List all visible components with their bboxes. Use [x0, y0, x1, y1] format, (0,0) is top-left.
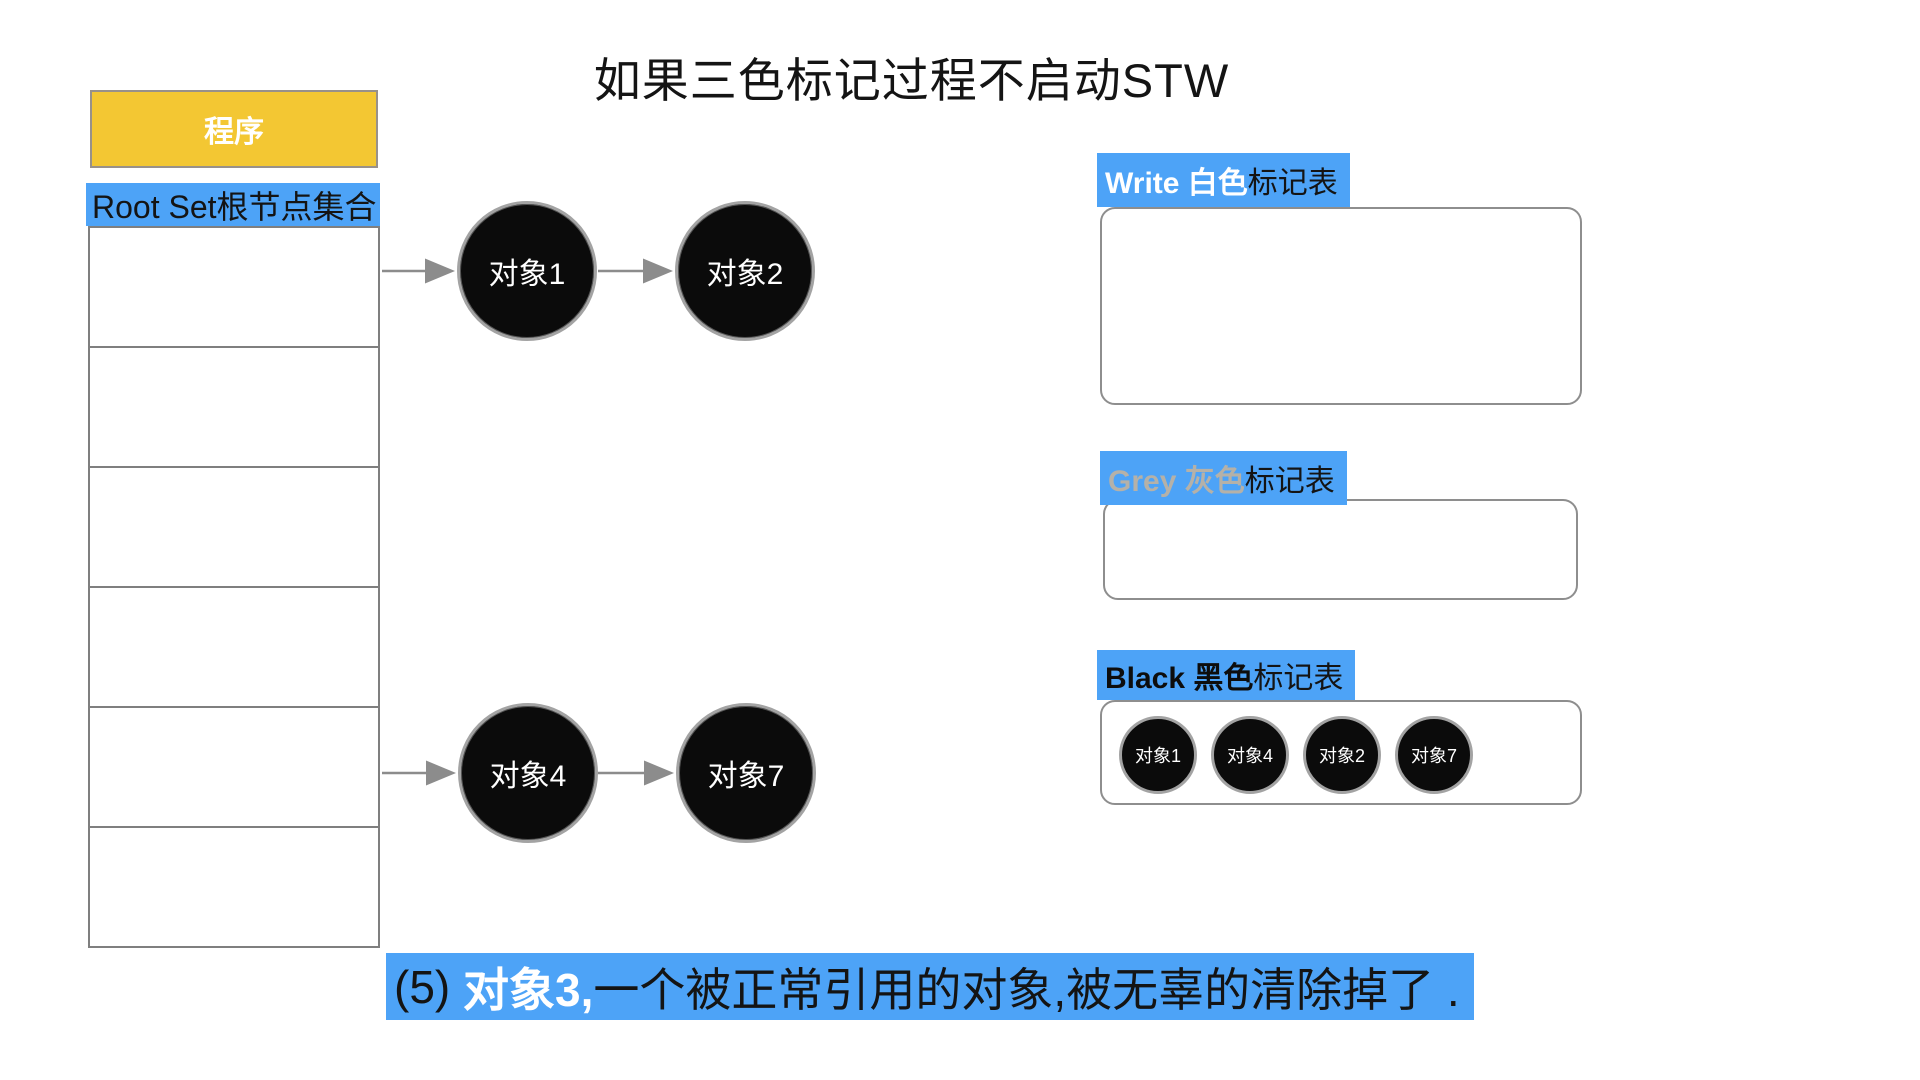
- grey-mark-table-box: [1103, 499, 1578, 600]
- black-item-node: 对象1: [1119, 716, 1197, 794]
- step-caption: (5) 对象3,一个被正常引用的对象,被无辜的清除掉了 .: [386, 953, 1474, 1020]
- black-table-label-colored: Black 黑色: [1105, 662, 1254, 695]
- program-stack-grid: [88, 226, 380, 948]
- page-title: 如果三色标记过程不启动STW: [593, 54, 1230, 107]
- black-table-items: 对象1 对象4 对象2 对象7: [1119, 716, 1473, 794]
- grey-table-label-colored: Grey 灰色: [1108, 465, 1245, 498]
- caption-highlight: 对象3,: [463, 963, 594, 1016]
- grey-table-label: Grey 灰色标记表: [1100, 451, 1347, 505]
- root-set-row: Root Set根节点集合: [86, 183, 380, 226]
- black-item-node: 对象4: [1211, 716, 1289, 794]
- white-table-label-rest: 标记表: [1247, 167, 1338, 200]
- black-item-node: 对象7: [1395, 716, 1473, 794]
- stack-cell: [90, 588, 378, 708]
- stack-cell: [90, 348, 378, 468]
- black-table-label-rest: 标记表: [1253, 662, 1344, 695]
- step-number: (5): [394, 960, 463, 1013]
- object-node-2: 对象2: [675, 201, 815, 341]
- stack-cell: [90, 228, 378, 348]
- program-header: 程序: [90, 90, 378, 168]
- white-mark-table-box: [1100, 207, 1582, 405]
- stack-cell: [90, 468, 378, 588]
- stack-cell: [90, 828, 378, 946]
- grey-table-label-rest: 标记表: [1244, 465, 1335, 498]
- black-table-label: Black 黑色标记表: [1097, 650, 1356, 700]
- white-table-label-colored: Write 白色: [1105, 167, 1248, 200]
- object-node-4: 对象4: [458, 703, 598, 843]
- object-node-1: 对象1: [457, 201, 597, 341]
- white-table-label: Write 白色标记表: [1097, 153, 1350, 207]
- stack-cell: [90, 708, 378, 828]
- black-item-node: 对象2: [1303, 716, 1381, 794]
- caption-text: 一个被正常引用的对象,被无辜的清除掉了 .: [593, 963, 1460, 1016]
- object-node-7: 对象7: [676, 703, 816, 843]
